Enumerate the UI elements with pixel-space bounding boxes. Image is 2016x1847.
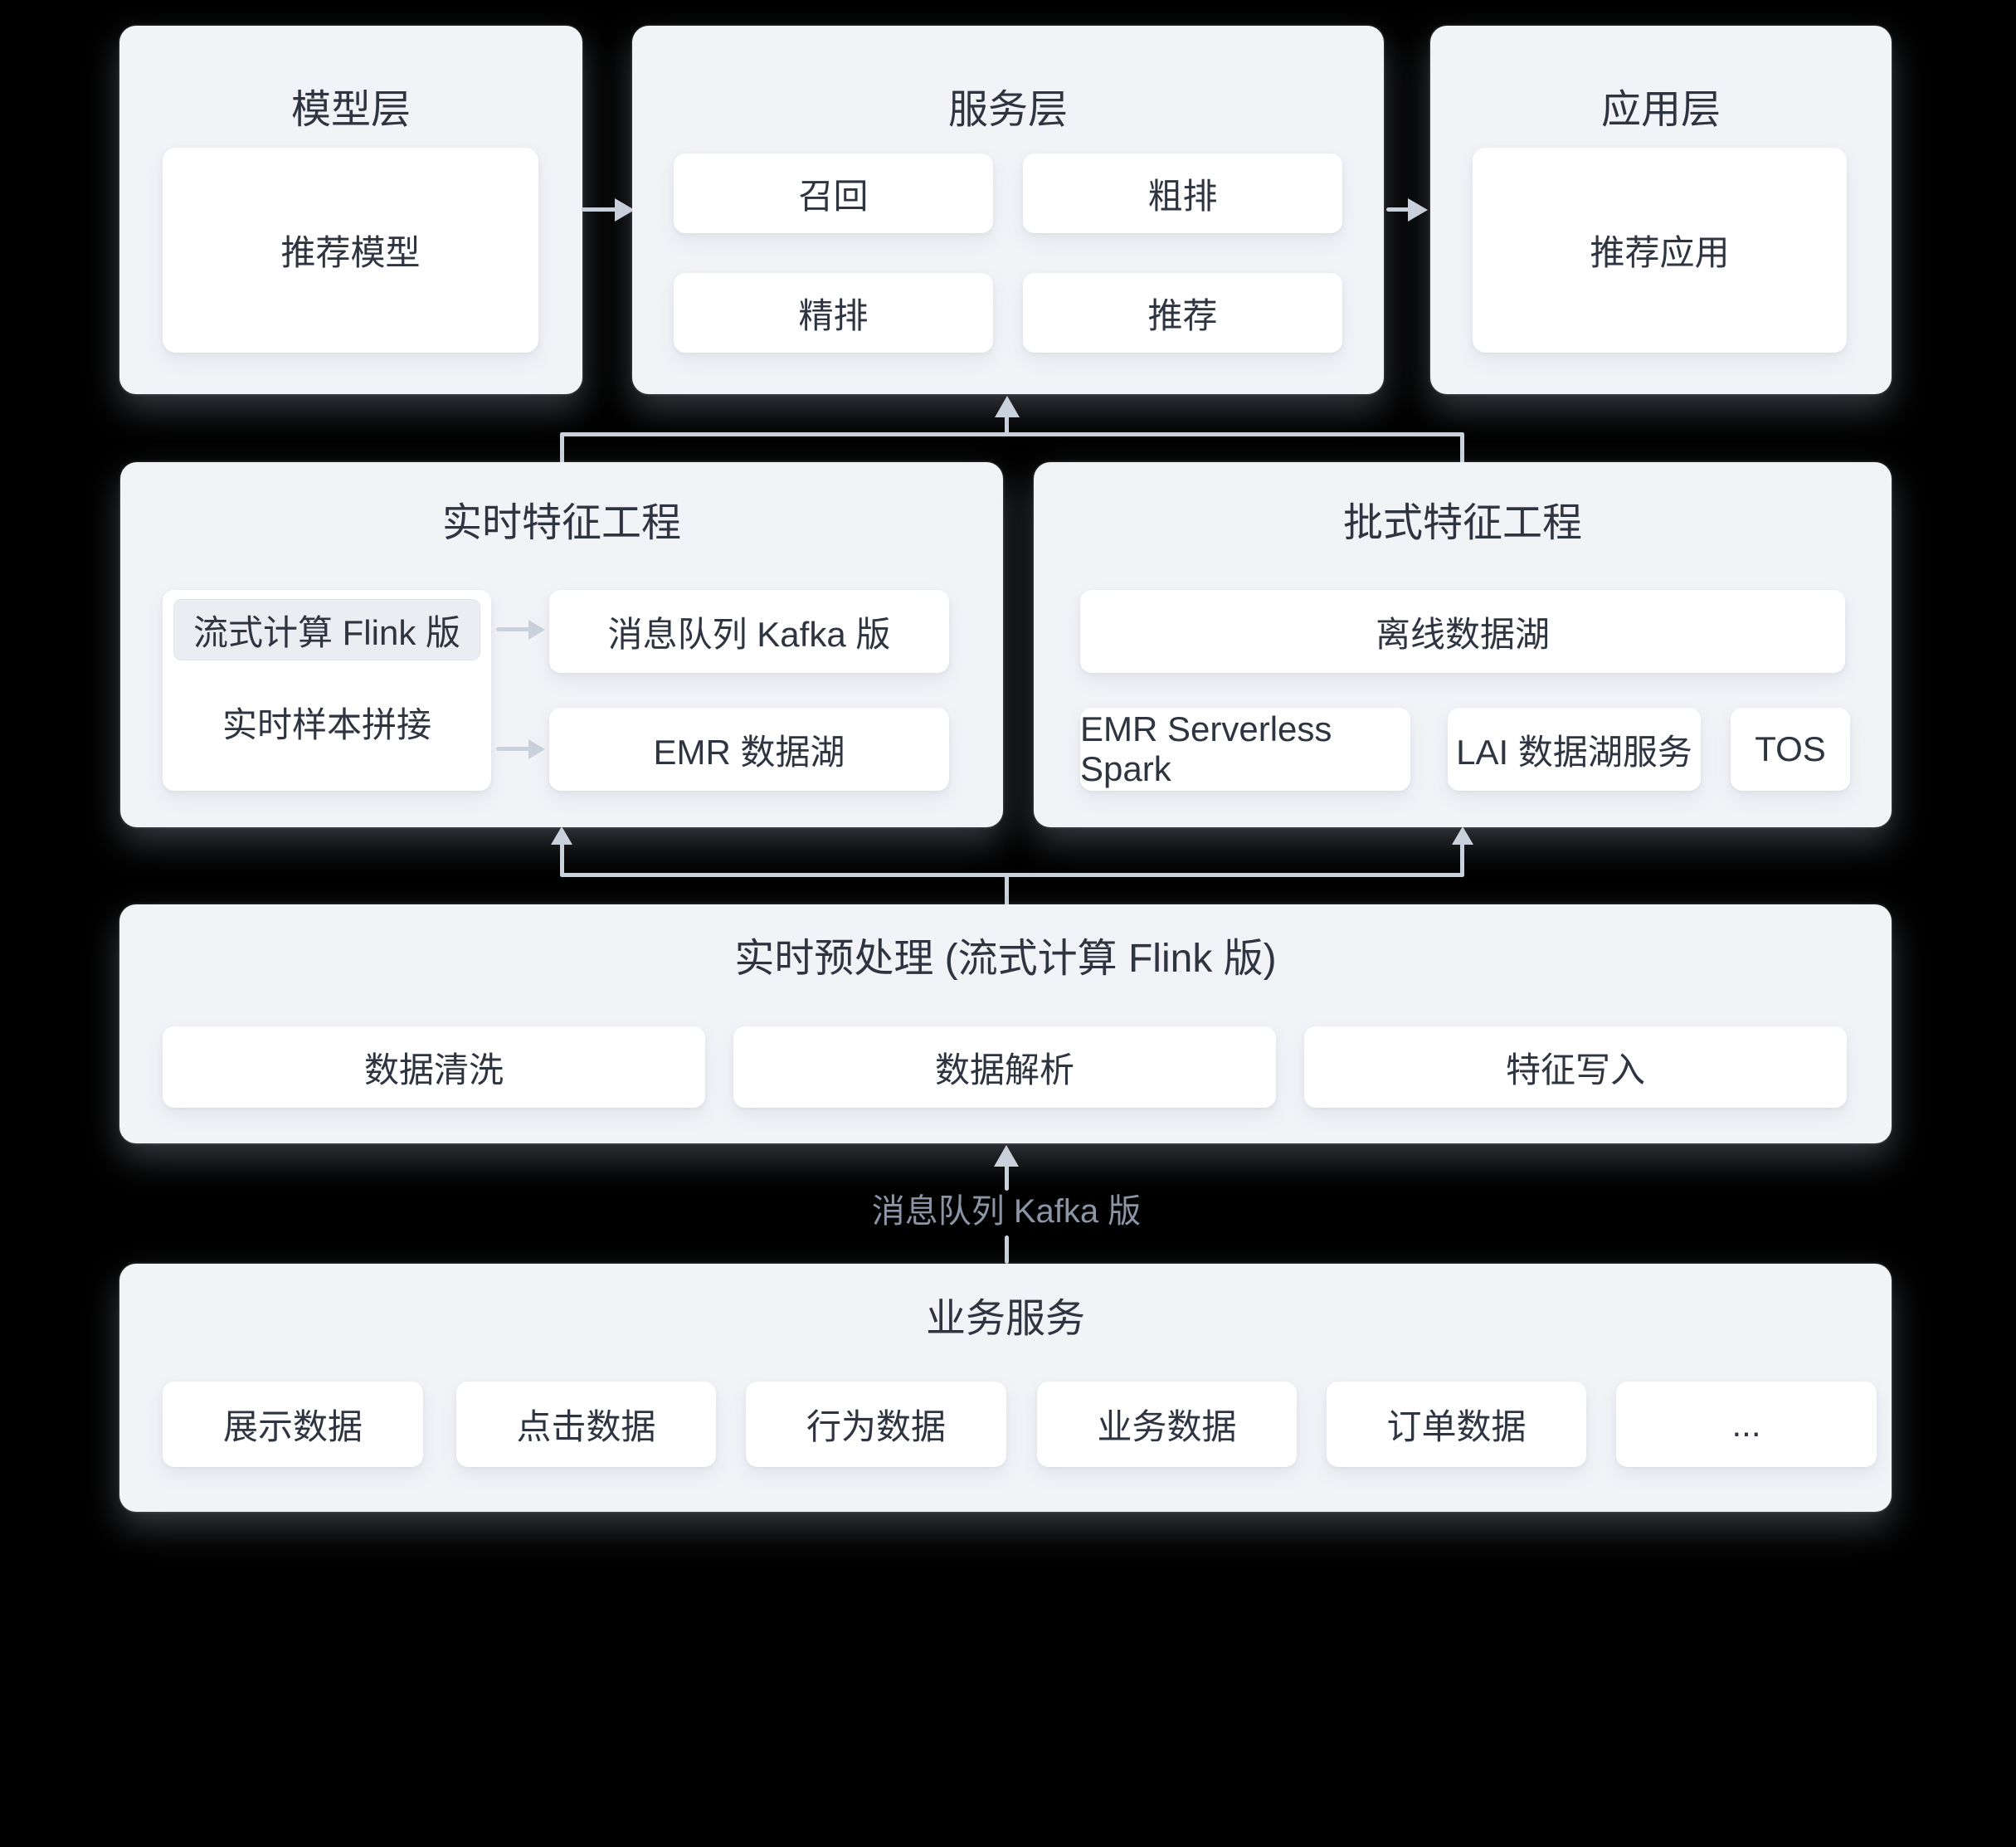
card-offline-lake: 离线数据湖 [1080, 590, 1845, 673]
card-recommend-app: 推荐应用 [1473, 148, 1847, 353]
business-title: 业务服务 [925, 1297, 1085, 1341]
card-emr-serverless-spark: EMR Serverless Spark [1080, 708, 1410, 791]
bracket-up-center-line [1005, 415, 1009, 435]
bracket-down-right-stub [1460, 842, 1464, 877]
card-kafka-queue: 消息队列 Kafka 版 [549, 590, 949, 673]
bracket-up-horizontal-line [560, 432, 1464, 436]
card-recommend-model: 推荐模型 [163, 148, 538, 353]
section-service-layer: 服务层 召回 粗排 精排 推荐 [632, 26, 1384, 394]
section-preprocess: 实时预处理 (流式计算 Flink 版) 数据清洗 数据解析 特征写入 [119, 904, 1892, 1143]
card-data-cleaning: 数据清洗 [163, 1026, 705, 1108]
right-arrowhead-flink-to-kafka-icon [528, 620, 545, 640]
bracket-down-left-stub [560, 842, 564, 877]
model-layer-title: 模型层 [290, 88, 411, 132]
card-realtime-container: 流式计算 Flink 版 实时样本拼接 [163, 590, 491, 791]
up-arrowhead-to-preprocess-icon [994, 1145, 1019, 1167]
service-layer-title: 服务层 [947, 88, 1068, 132]
preprocess-title: 实时预处理 (流式计算 Flink 版) [734, 937, 1277, 981]
card-coarse-rank: 粗排 [1023, 154, 1342, 233]
card-tos: TOS [1731, 708, 1850, 791]
connector-sample-to-emr-line [496, 747, 530, 751]
batch-feature-title: 批式特征工程 [1342, 501, 1582, 545]
section-business: 业务服务 展示数据 点击数据 行为数据 业务数据 订单数据 ... [119, 1264, 1892, 1512]
kafka-connector-line-top [1005, 1163, 1009, 1191]
up-arrowhead-to-service-layer-icon [995, 396, 1020, 417]
kafka-connector-line-bottom [1005, 1235, 1009, 1264]
bracket-up-right-stub [1460, 432, 1464, 464]
card-display-data: 展示数据 [163, 1382, 423, 1467]
section-realtime-feature: 实时特征工程 流式计算 Flink 版 实时样本拼接 消息队列 Kafka 版 … [120, 462, 1003, 827]
card-flink-stream: 流式计算 Flink 版 [173, 599, 480, 660]
bracket-down-horizontal-line [560, 873, 1464, 877]
card-data-parsing: 数据解析 [733, 1026, 1276, 1108]
card-recall: 召回 [674, 154, 993, 233]
section-model-layer: 模型层 推荐模型 [119, 26, 582, 394]
section-batch-feature: 批式特征工程 离线数据湖 EMR Serverless Spark LAI 数据… [1034, 462, 1892, 827]
card-fine-rank: 精排 [674, 273, 993, 353]
connector-flink-to-kafka-line [496, 627, 530, 631]
up-arrowhead-to-realtime-feature-icon [551, 826, 572, 845]
label-realtime-sample-join: 实时样本拼接 [222, 705, 431, 744]
section-application-layer: 应用层 推荐应用 [1430, 26, 1892, 394]
up-arrowhead-to-batch-feature-icon [1452, 826, 1473, 845]
connector-service-to-application-line [1386, 207, 1410, 212]
kafka-connector-label: 消息队列 Kafka 版 [871, 1193, 1142, 1230]
application-layer-title: 应用层 [1600, 88, 1721, 132]
card-behavior-data: 行为数据 [746, 1382, 1006, 1467]
bracket-down-center-line [1005, 873, 1009, 906]
bracket-up-left-stub [560, 432, 564, 464]
right-arrowhead-sample-to-emr-icon [528, 739, 545, 759]
card-business-data: 业务数据 [1037, 1382, 1297, 1467]
card-order-data: 订单数据 [1327, 1382, 1586, 1467]
card-more-data: ... [1616, 1382, 1877, 1467]
right-arrowhead-service-to-application-icon [1408, 198, 1428, 222]
card-lai-lake-service: LAI 数据湖服务 [1448, 708, 1701, 791]
card-emr-lake: EMR 数据湖 [549, 708, 949, 791]
card-click-data: 点击数据 [456, 1382, 716, 1467]
realtime-feature-title: 实时特征工程 [441, 501, 681, 545]
card-recommend: 推荐 [1023, 273, 1342, 353]
right-arrowhead-model-to-service-icon [615, 198, 635, 222]
connector-model-to-service-line [582, 207, 616, 212]
card-feature-writing: 特征写入 [1304, 1026, 1847, 1108]
